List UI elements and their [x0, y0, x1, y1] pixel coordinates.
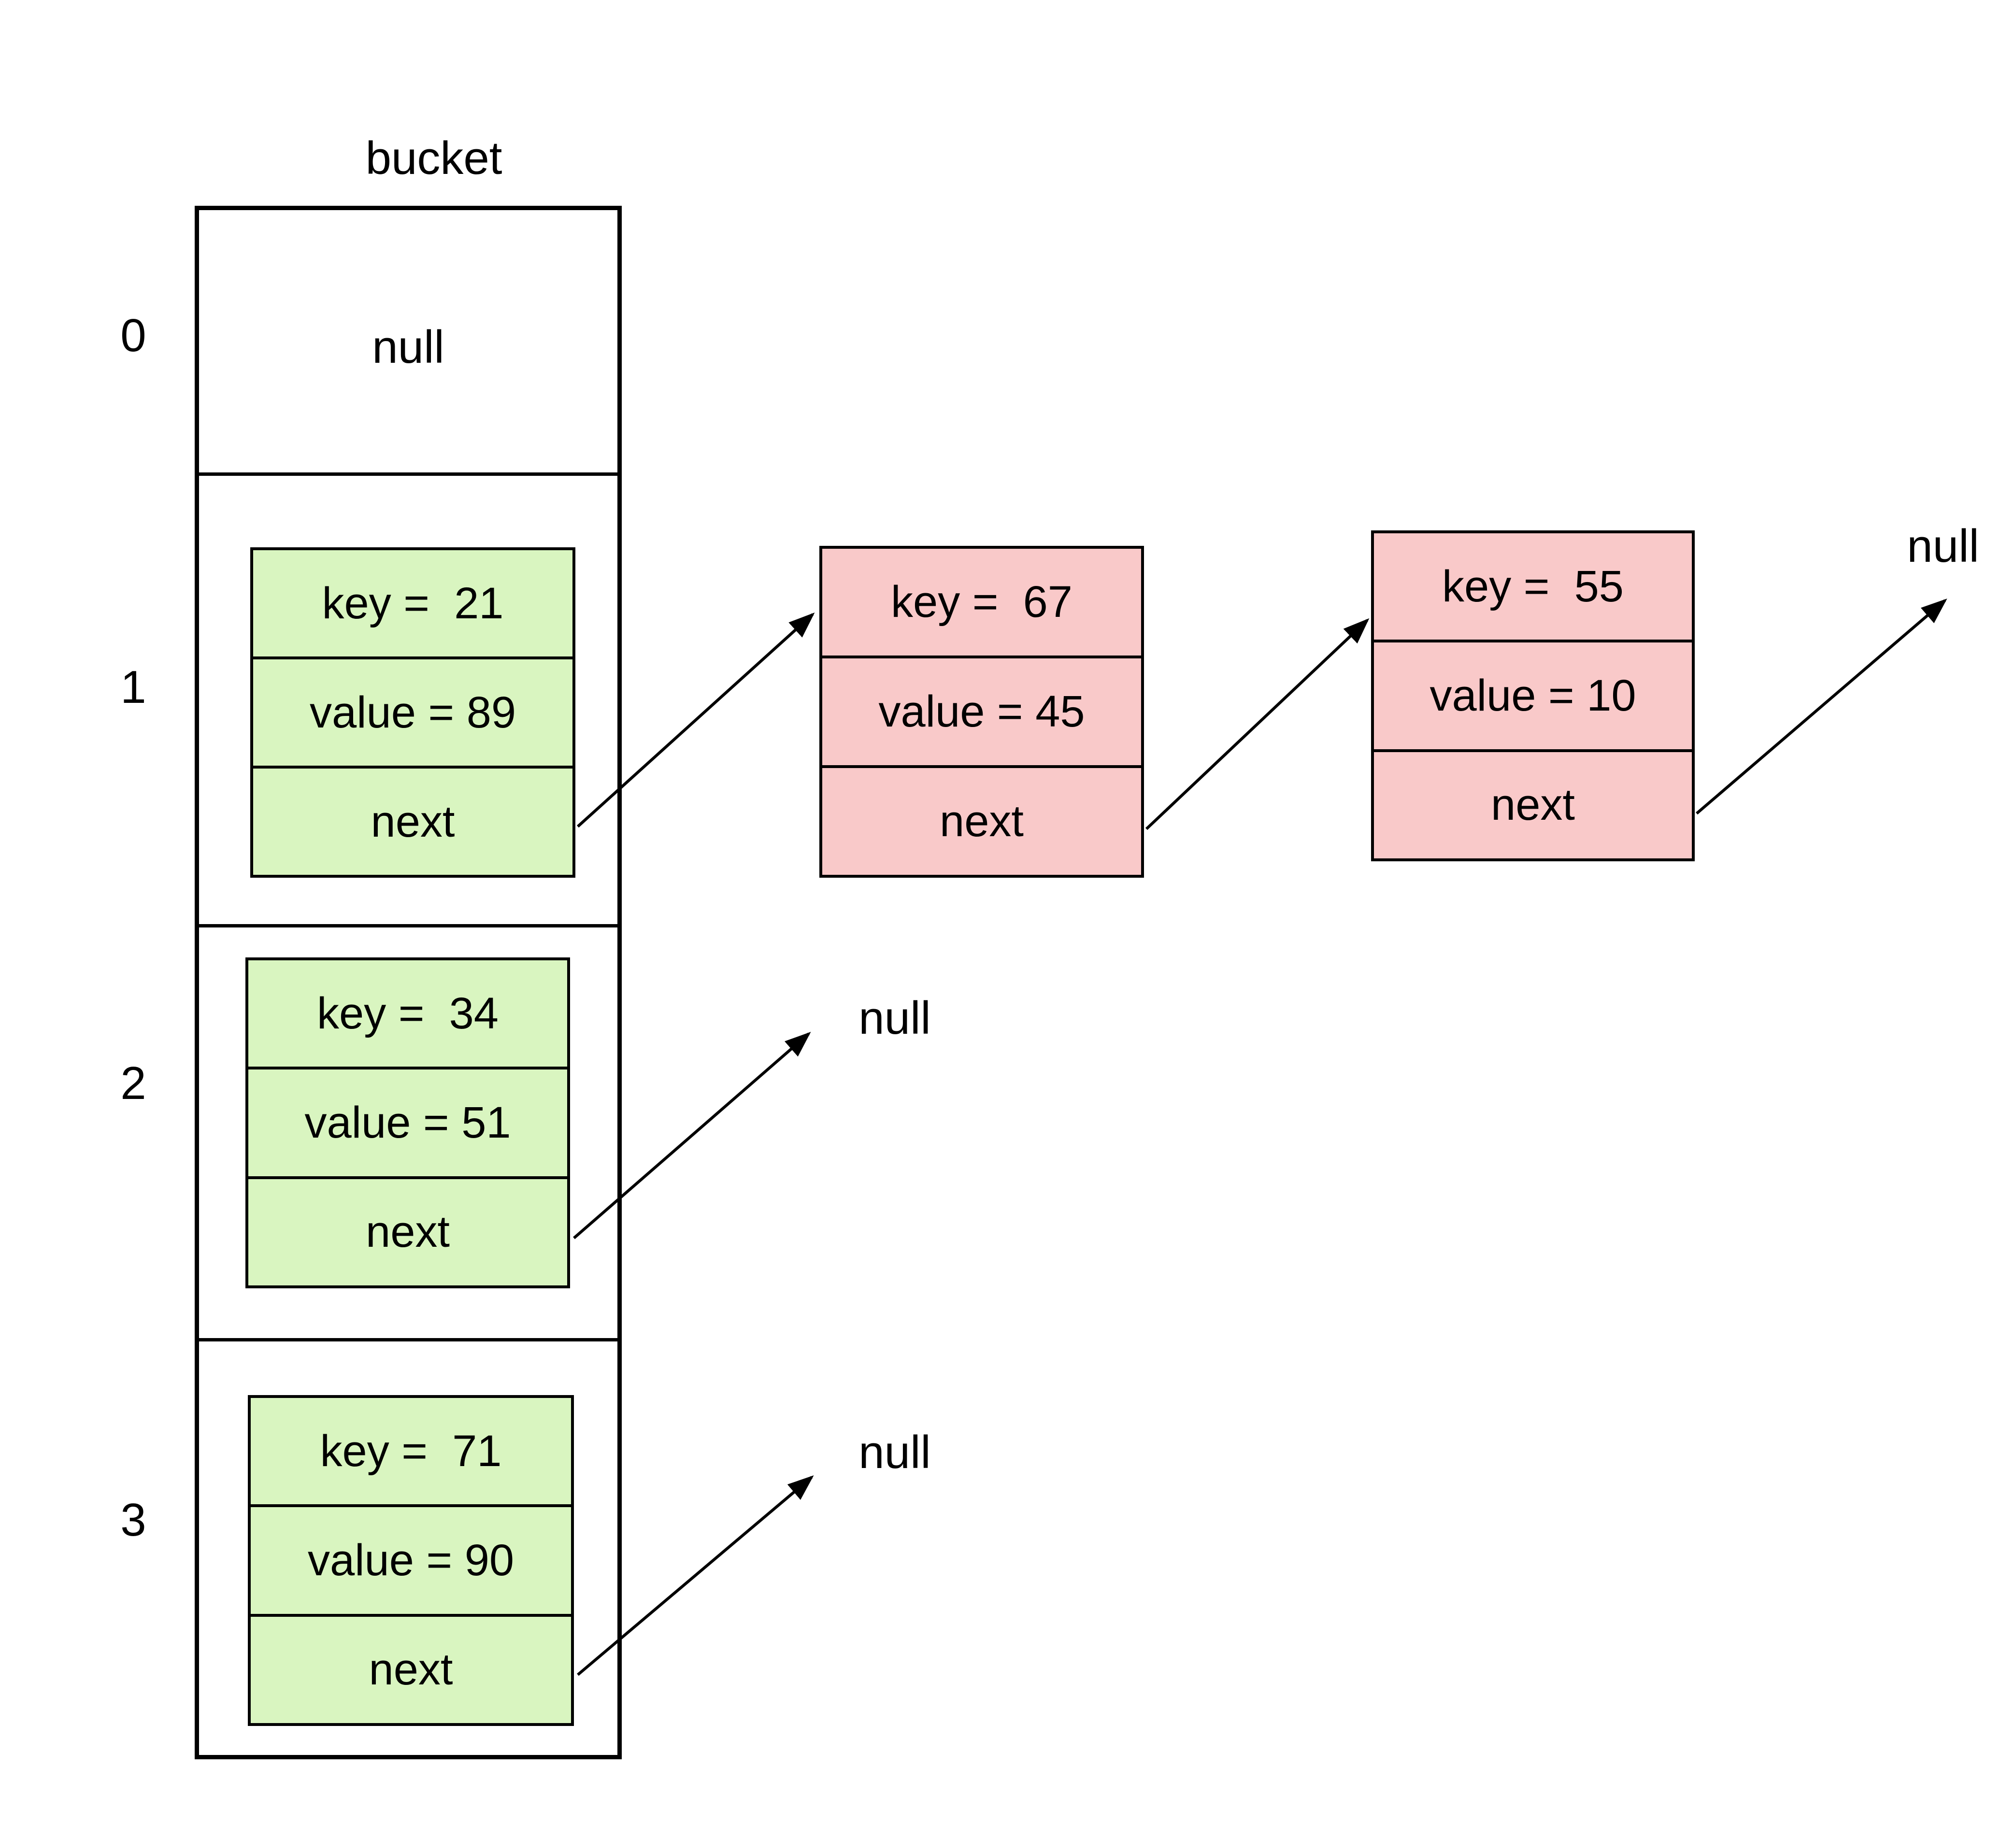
bucket-index-3: 3	[120, 1494, 146, 1546]
bucket-title: bucket	[365, 132, 502, 184]
node-next-cell: next	[248, 1176, 567, 1285]
node-next-cell: next	[253, 766, 572, 875]
node-key-21: key = 21 value = 89 next	[250, 547, 575, 878]
node-key-cell: key = 55	[1442, 561, 1624, 611]
null-terminator-bucket2: null	[858, 992, 931, 1044]
node-key-34: key = 34 value = 51 next	[245, 957, 570, 1288]
node-key-71: key = 71 value = 90 next	[248, 1395, 574, 1726]
bucket-row-3	[199, 1338, 617, 1755]
node-key-cell: key = 67	[891, 577, 1072, 627]
node-value-cell: value = 10	[1374, 640, 1692, 749]
bucket-row-1	[199, 472, 617, 924]
null-terminator-bucket3: null	[858, 1426, 931, 1478]
node-value-cell: value = 90	[251, 1504, 571, 1613]
node-key-cell: key = 71	[320, 1426, 502, 1476]
node-key-55: key = 55 value = 10 next	[1371, 530, 1695, 861]
node-next-cell: next	[822, 765, 1141, 875]
node-next-cell: next	[1374, 749, 1692, 858]
bucket-row-2	[199, 924, 617, 1338]
bucket-row-0: null	[199, 210, 617, 472]
node-next-cell: next	[251, 1613, 571, 1723]
arrow-node55-to-null	[1696, 599, 1947, 815]
node-value-cell: value = 51	[248, 1067, 567, 1176]
bucket-index-1: 1	[120, 661, 146, 713]
node-value-cell: value = 45	[822, 656, 1141, 765]
null-terminator-bucket1: null	[1907, 520, 1979, 572]
bucket-index-2: 2	[120, 1057, 146, 1109]
bucket-0-null-text: null	[372, 321, 444, 373]
bucket-index-0: 0	[120, 310, 146, 361]
arrow-node67-to-node55	[1145, 618, 1370, 830]
node-value-cell: value = 89	[253, 656, 572, 766]
node-key-67: key = 67 value = 45 next	[819, 546, 1144, 878]
node-key-cell: key = 34	[317, 988, 499, 1038]
node-key-cell: key = 21	[322, 578, 504, 628]
